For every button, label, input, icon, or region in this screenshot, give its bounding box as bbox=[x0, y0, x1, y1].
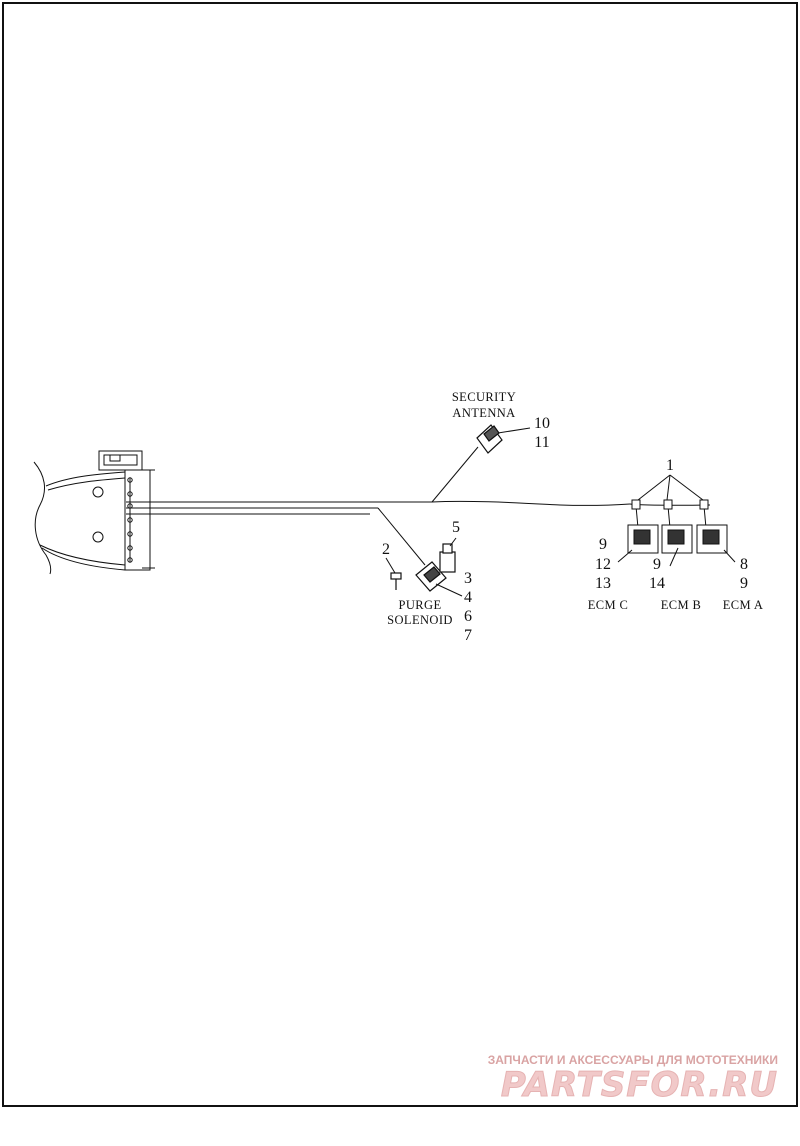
security-antenna-label-line2: ANTENNA bbox=[452, 406, 515, 420]
security-antenna bbox=[476, 424, 503, 454]
callout-12: 12 bbox=[595, 556, 611, 573]
callout-5: 5 bbox=[452, 519, 460, 536]
watermark-tagline: ЗАПЧАСТИ И АКСЕССУАРЫ ДЛЯ МОТОТЕХНИКИ bbox=[488, 1053, 778, 1067]
callout-7: 7 bbox=[464, 627, 472, 644]
page-border bbox=[2, 2, 798, 1107]
ecm-a-label: ECM A bbox=[723, 598, 764, 612]
leader-lines bbox=[385, 427, 736, 597]
ecm-c-label: ECM C bbox=[588, 598, 629, 612]
main-harness bbox=[126, 500, 631, 515]
security-antenna-branch bbox=[377, 446, 479, 566]
security-antenna-label-line1: SECURITY bbox=[452, 390, 516, 404]
ecm-b-label: ECM B bbox=[661, 598, 702, 612]
callout-14: 14 bbox=[649, 575, 665, 592]
callout-6: 6 bbox=[464, 608, 472, 625]
callout-1: 1 bbox=[666, 457, 674, 474]
callout-10: 10 bbox=[534, 415, 550, 432]
callout-3: 3 bbox=[464, 570, 472, 587]
callout-2: 2 bbox=[382, 541, 390, 558]
callout-13: 13 bbox=[595, 575, 611, 592]
callout-9-right: 9 bbox=[740, 575, 748, 592]
callout-9-left: 9 bbox=[599, 536, 607, 553]
watermark-logo: PARTSFOR.RU bbox=[501, 1065, 778, 1105]
callout-9-mid: 9 bbox=[653, 556, 661, 573]
callout-11: 11 bbox=[534, 434, 549, 451]
purge-solenoid-label-line2: SOLENOID bbox=[387, 613, 453, 627]
frame-section bbox=[33, 450, 155, 575]
ecm-modules bbox=[627, 499, 728, 554]
callout-8: 8 bbox=[740, 556, 748, 573]
purge-solenoid bbox=[390, 543, 456, 592]
callout-4: 4 bbox=[464, 589, 472, 606]
purge-solenoid-label-line1: PURGE bbox=[399, 598, 442, 612]
